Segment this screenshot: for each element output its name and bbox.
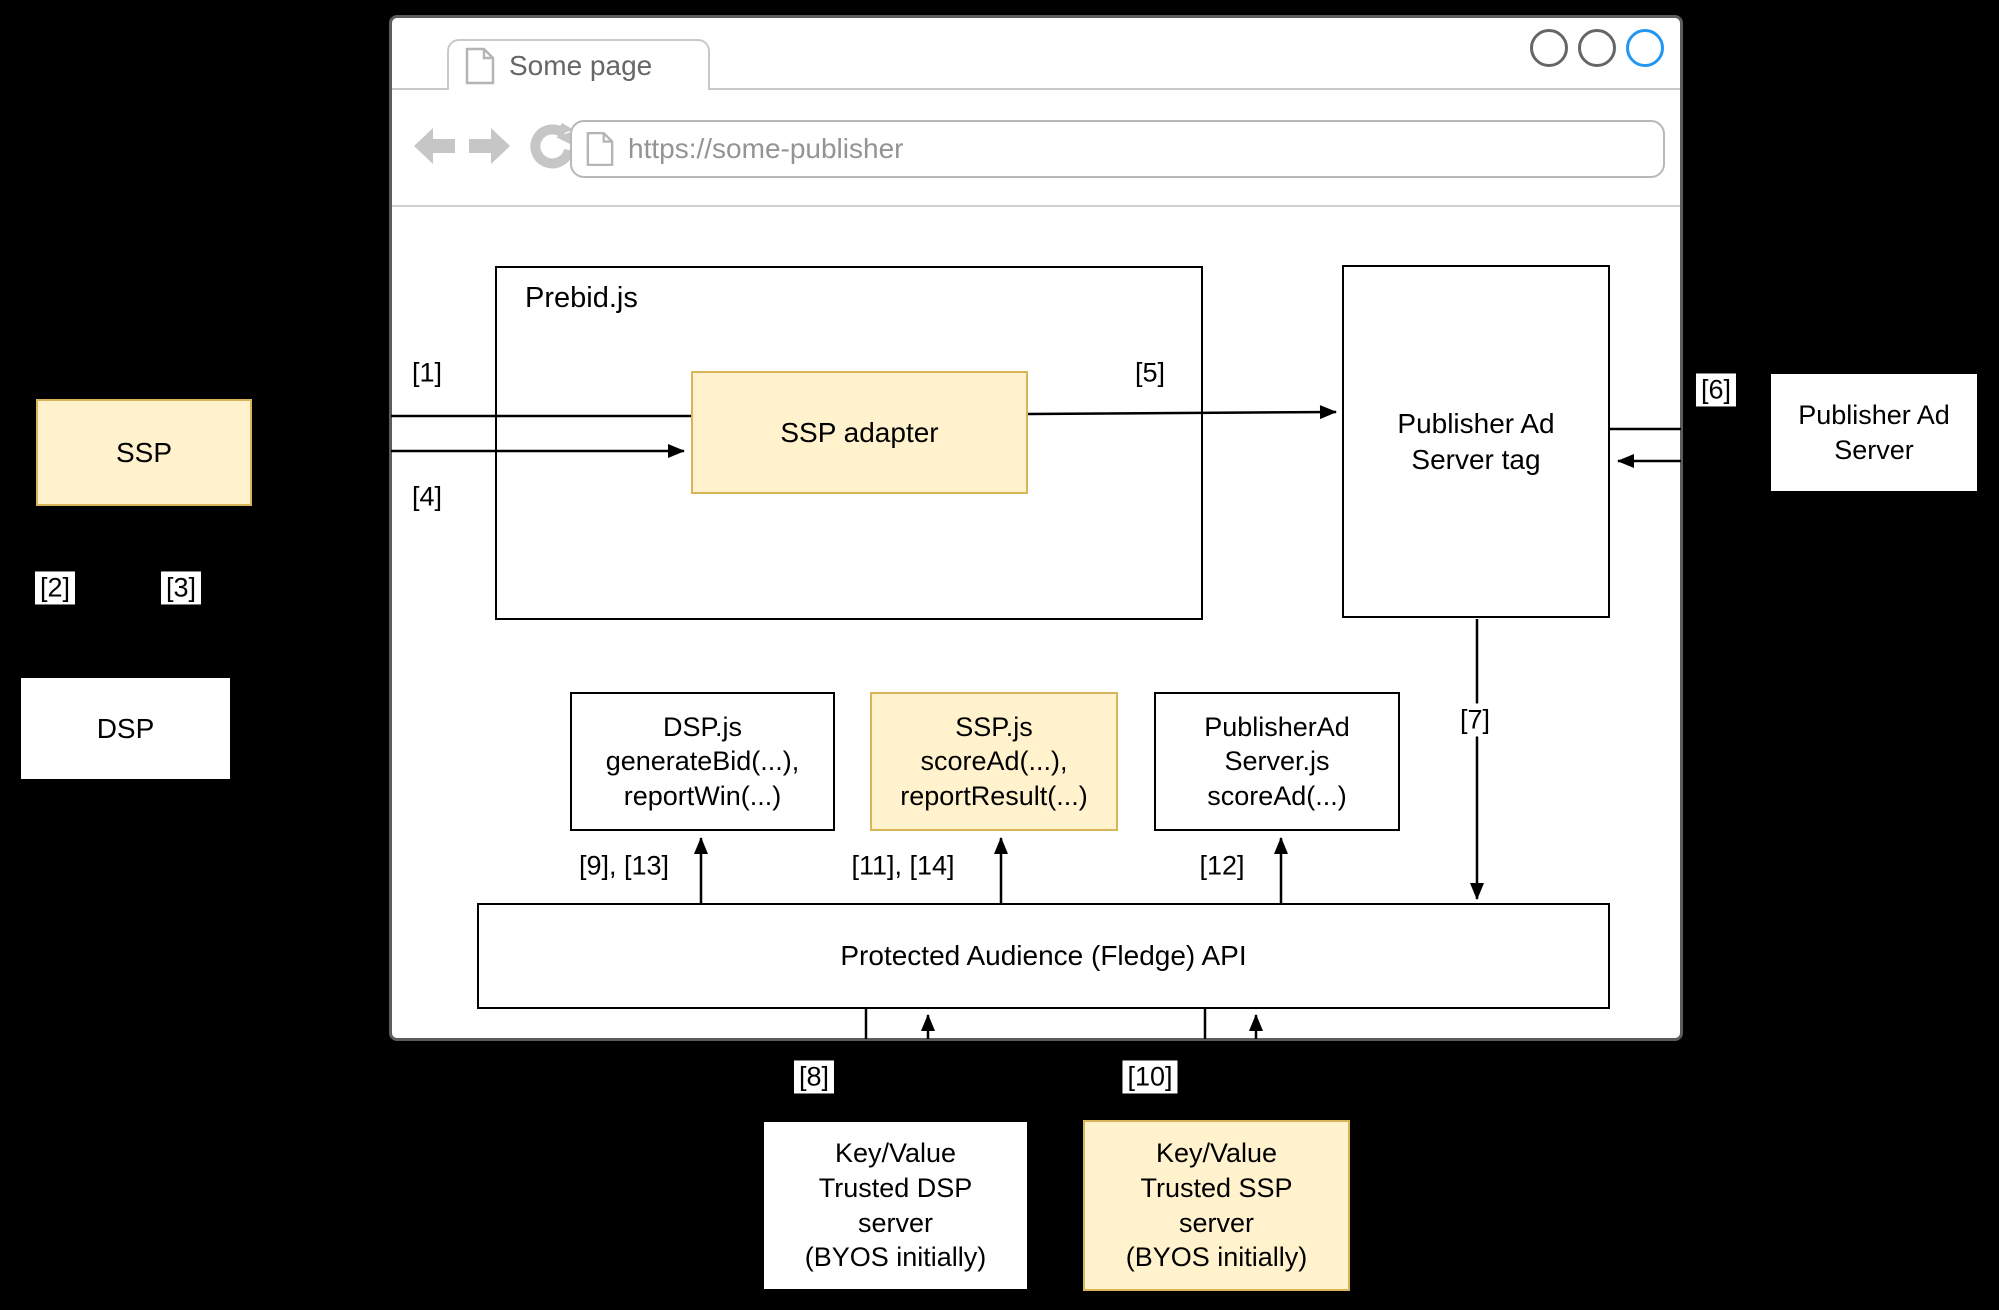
protected-audience-api-box: Protected Audience (Fledge) API	[477, 903, 1610, 1009]
step-label-3: [3]	[160, 571, 202, 605]
url-text: https://some-publisher	[628, 133, 904, 164]
window-control-circle-1[interactable]	[1530, 29, 1568, 67]
step-label-6: [6]	[1695, 373, 1737, 407]
ssp-js-box: SSP.js scoreAd(...), reportResult(...)	[870, 692, 1118, 831]
ssp-adapter-box: SSP adapter	[691, 371, 1028, 494]
page-file-icon	[465, 47, 495, 85]
kv-ssp-line: Trusted SSP	[1140, 1172, 1293, 1203]
step-label-5: [5]	[1129, 356, 1171, 390]
step-label-2: [2]	[34, 571, 76, 605]
dsp-js-line: DSP.js	[662, 711, 743, 742]
dsp-js-line: reportWin(...)	[623, 780, 782, 811]
pub-tag-line: Publisher Ad	[1397, 407, 1555, 439]
step-label-10: [10]	[1122, 1060, 1178, 1094]
pub-js-line: Server.js	[1224, 746, 1330, 777]
step-label-8: [8]	[793, 1060, 835, 1094]
prebid-container-box: Prebid.js	[495, 266, 1203, 620]
browser-tab[interactable]: Some page	[447, 39, 710, 90]
ssp-adapter-label: SSP adapter	[780, 416, 939, 448]
kv-ssp-line: (BYOS initially)	[1125, 1242, 1308, 1273]
step-label-9-13: [9], [13]	[573, 849, 675, 883]
pub-server-line: Server	[1834, 434, 1914, 465]
ssp-js-line: scoreAd(...),	[920, 746, 1068, 777]
step-label-11-14: [11], [14]	[846, 849, 960, 883]
kv-trusted-ssp-server-box: Key/Value Trusted SSP server (BYOS initi…	[1083, 1120, 1350, 1291]
publisher-ad-server-box: Publisher Ad Server	[1769, 372, 1979, 493]
kv-trusted-dsp-server-box: Key/Value Trusted DSP server (BYOS initi…	[762, 1120, 1029, 1291]
kv-ssp-line: Key/Value	[1155, 1138, 1278, 1169]
kv-ssp-line: server	[1178, 1207, 1254, 1238]
dsp-label: DSP	[96, 712, 155, 744]
url-page-icon	[586, 131, 614, 167]
prebid-label: Prebid.js	[525, 282, 638, 314]
window-controls	[1530, 29, 1664, 67]
back-icon[interactable]	[414, 127, 456, 165]
publisher-ad-server-tag-box: Publisher Ad Server tag	[1342, 265, 1610, 618]
url-bar[interactable]: https://some-publisher	[570, 120, 1665, 178]
ssp-box: SSP	[36, 399, 252, 506]
tab-row-separator	[392, 88, 1680, 90]
toolbar-separator	[392, 205, 1680, 207]
reload-icon[interactable]	[528, 123, 574, 169]
kv-dsp-line: server	[857, 1207, 933, 1238]
api-label: Protected Audience (Fledge) API	[840, 940, 1247, 972]
window-control-circle-active[interactable]	[1626, 29, 1664, 67]
kv-dsp-line: (BYOS initially)	[804, 1242, 987, 1273]
kv-dsp-line: Key/Value	[834, 1138, 957, 1169]
ssp-label: SSP	[115, 436, 173, 468]
window-control-circle-2[interactable]	[1578, 29, 1616, 67]
pub-js-line: PublisherAd	[1204, 711, 1350, 742]
step-label-12: [12]	[1194, 849, 1250, 883]
dsp-box: DSP	[19, 676, 232, 781]
dsp-js-box: DSP.js generateBid(...), reportWin(...)	[570, 692, 835, 831]
ssp-js-line: SSP.js	[955, 711, 1033, 742]
browser-toolbar	[414, 116, 574, 176]
ssp-js-line: reportResult(...)	[900, 780, 1088, 811]
pub-tag-line: Server tag	[1411, 443, 1541, 475]
pub-server-line: Publisher Ad	[1798, 399, 1950, 430]
step-label-4: [4]	[406, 480, 448, 514]
dsp-js-line: generateBid(...),	[605, 746, 800, 777]
tab-title: Some page	[509, 49, 653, 81]
step-label-7: [7]	[1454, 703, 1496, 737]
pub-js-line: scoreAd(...)	[1207, 780, 1347, 811]
kv-dsp-line: Trusted DSP	[818, 1172, 973, 1203]
step-label-1: [1]	[406, 356, 448, 390]
publisher-ad-server-js-box: PublisherAd Server.js scoreAd(...)	[1154, 692, 1400, 831]
forward-icon[interactable]	[468, 127, 510, 165]
